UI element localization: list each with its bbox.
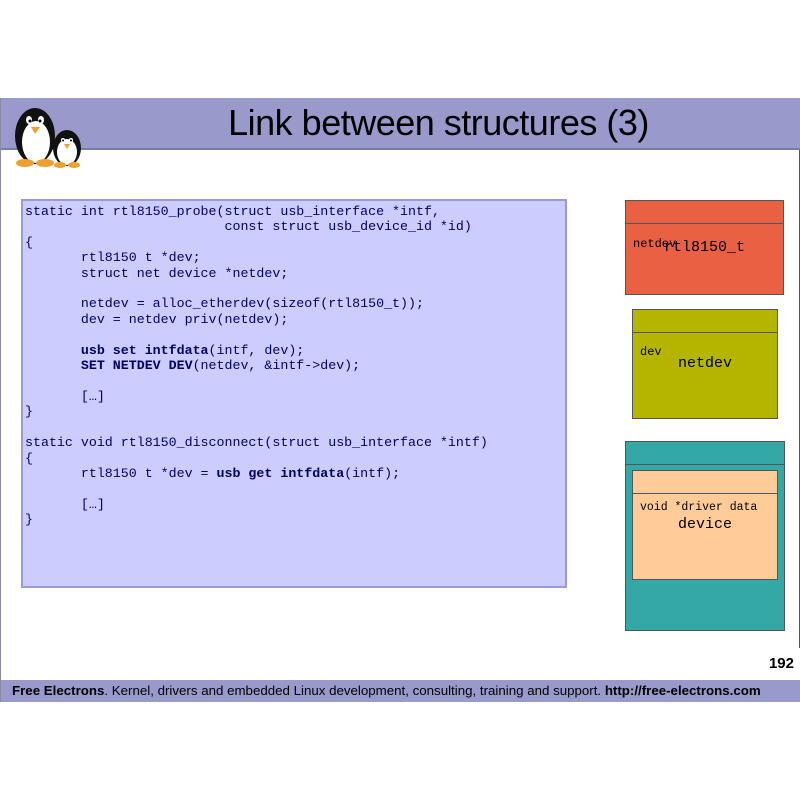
usb-interface-struct-box: void *driver data device [625,441,785,631]
code-segment [25,358,81,373]
slide-title: Link between structures (3) [228,102,649,143]
struct-header-band [633,310,777,333]
page-number: 192 [768,655,794,672]
code-line: static int rtl8150_probe(struct usb_inte… [25,204,440,219]
code-keyword: SET NETDEV DEV [80,358,193,374]
struct-name-rtl8150: rtl8150_t [663,239,745,256]
code-segment: (netdev, &intf->dev); [192,358,361,374]
code-line: const struct usb_device_id *id) [25,219,472,235]
code-line: static void rtl8150_disconnect(struct us… [25,435,488,451]
struct-name-device: device [677,516,732,533]
footer-brand: Free Electrons [12,683,105,698]
code-keyword: usb set intfdata [80,342,209,358]
code-block: static int rtl8150_probe(struct usb_inte… [21,199,567,588]
code-listing: static int rtl8150_probe(struct usb_inte… [25,204,488,528]
code-line: rtl8150 t *dev; [25,250,201,266]
code-line: dev = netdev priv(netdev); [25,311,289,327]
struct-field-dev: dev [640,345,662,359]
code-line: struct net device *netdev; [25,265,289,281]
penguin-logo-icon [15,108,81,168]
footer-bar: Free Electrons. Kernel, drivers and embe… [1,680,800,702]
code-line: […] [25,496,105,512]
code-line: } [25,512,33,528]
code-line: { [25,450,33,466]
code-line: […] [25,388,105,404]
device-struct-box: void *driver data device [632,470,778,580]
code-line: } [25,404,33,420]
slide: Link between structures (3) static int r… [0,98,800,702]
code-segment: (intf, dev); [208,342,305,358]
struct-name-netdev: netdev [677,355,732,372]
code-segment: (intf); [344,465,401,481]
netdev-struct-box: dev netdev [632,309,778,419]
rtl8150-struct-box: netdev rtl8150_t [625,200,784,295]
title-bar: Link between structures (3) [1,98,800,168]
code-keyword: usb get intfdata [216,465,345,481]
struct-header-band [626,442,784,465]
footer-url-link[interactable]: http://free-electrons.com [604,683,761,698]
code-line: { [25,234,33,250]
struct-field-netdev: netdev [633,237,677,251]
struct-header-band [626,201,783,224]
code-segment: rtl8150 t *dev = [25,465,217,481]
struct-field-driver-data: void *driver data [640,501,758,514]
footer-text: . Kernel, drivers and embedded Linux dev… [104,683,605,698]
code-line: netdev = alloc_etherdev(sizeof(rtl8150_t… [25,296,424,312]
struct-header-band [633,471,777,494]
code-segment [25,343,81,358]
